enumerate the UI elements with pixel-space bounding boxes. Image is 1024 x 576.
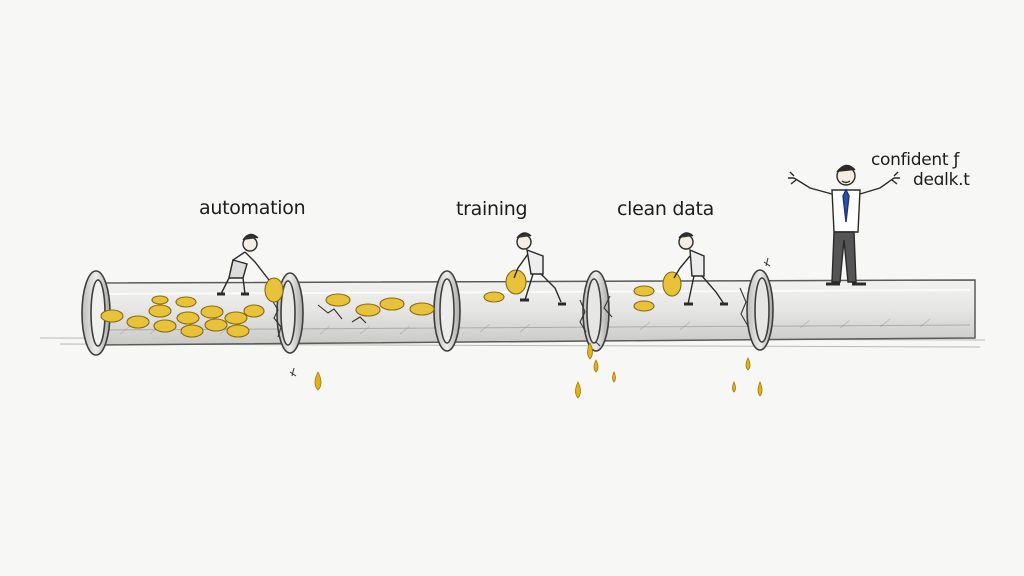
pipe-flange <box>582 270 610 352</box>
businessman-figure <box>788 164 900 286</box>
coins-segment-3 <box>483 269 682 312</box>
worker-figure <box>673 232 728 306</box>
worker-figure <box>513 232 566 306</box>
coins-segment-1 <box>100 277 284 338</box>
label-confident-line2: deɑlk.t <box>913 170 970 190</box>
label-automation: automation <box>199 197 306 219</box>
label-confident-line1: confident ƒ <box>871 150 960 170</box>
label-clean-data: clean data <box>617 198 714 220</box>
label-training: training <box>456 198 528 220</box>
pipe-flange <box>433 270 461 352</box>
worker-figure <box>217 233 270 296</box>
drip-icon <box>314 342 763 399</box>
crack <box>271 287 749 338</box>
coins-segment-2 <box>325 293 435 317</box>
label-confident: confident ƒ deɑlk.t <box>871 150 970 190</box>
pipe-flange <box>81 270 111 356</box>
pipe-flange <box>746 269 774 351</box>
sketch-marks <box>289 257 771 377</box>
